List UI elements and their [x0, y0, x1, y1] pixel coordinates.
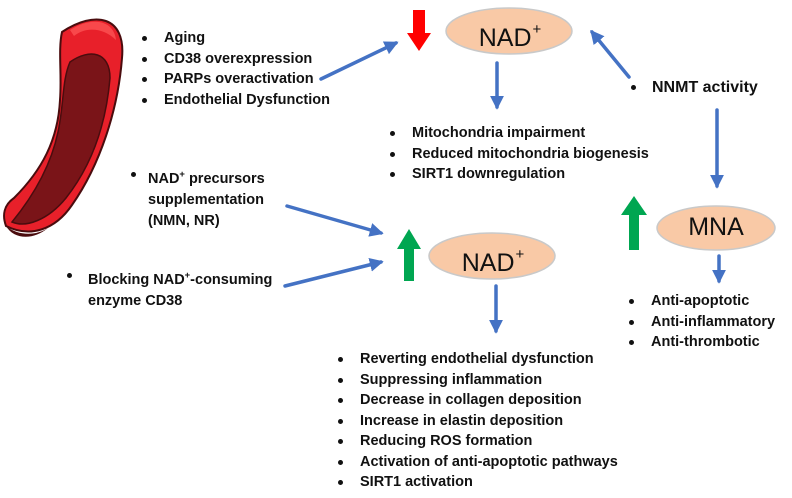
arrow-precursors-to-nad: [285, 204, 384, 237]
arrow-blocking-to-nad: [283, 257, 384, 288]
list-item: Suppressing inflammation: [337, 370, 618, 391]
blood-vessel-illustration: [3, 18, 124, 237]
nad-center-ellipse: [428, 232, 556, 280]
nad-top-label: NAD+: [455, 14, 565, 54]
vessel-lumen: [10, 53, 111, 225]
list-item: Mitochondria impairment: [389, 123, 649, 144]
arrow-causes-to-nad: [319, 41, 399, 81]
blocking-line-1: Blocking NAD+-consuming: [88, 269, 273, 288]
nad-top-text: NAD: [478, 24, 532, 52]
causes-list: Aging CD38 overexpression PARPs overacti…: [141, 28, 330, 110]
precursors-text: NAD+ precursors supplementation (NMN, NR…: [148, 163, 265, 232]
green-up-arrow-icon: [397, 229, 421, 281]
nad-center-label: NAD+: [438, 239, 548, 279]
arrow-nnmt-to-nad: [590, 29, 631, 79]
precursors-line-1: NAD+ precursors: [148, 168, 265, 187]
list-item: Decrease in collagen deposition: [337, 390, 618, 411]
nad-increase-effects-list: Reverting endothelial dysfunction Suppre…: [337, 349, 618, 493]
vessel-highlight: [70, 21, 116, 40]
list-item: Anti-apoptotic: [628, 291, 775, 312]
nnmt-bullet: [631, 85, 636, 90]
precursors-line-3: (NMN, NR): [148, 212, 220, 229]
green-up-arrow-icon: [621, 196, 647, 250]
list-item: SIRT1 activation: [337, 472, 618, 493]
mna-ellipse: [656, 205, 776, 251]
list-item: Reduced mitochondria biogenesis: [389, 144, 649, 165]
mna-label: MNA: [661, 211, 771, 243]
blocking-text: Blocking NAD+-consuming enzyme CD38: [88, 264, 272, 312]
nad-center-superscript: +: [515, 246, 525, 263]
list-item: Anti-thrombotic: [628, 332, 775, 353]
vessel-opening: [6, 226, 48, 237]
blocking-line-2: enzyme CD38: [88, 292, 183, 309]
list-item: Reducing ROS formation: [337, 431, 618, 452]
list-item: Endothelial Dysfunction: [141, 90, 330, 111]
list-item: Aging: [141, 28, 330, 49]
mna-text: MNA: [688, 213, 744, 241]
precursors-line-2: supplementation: [148, 191, 265, 208]
list-item: Reverting endothelial dysfunction: [337, 349, 618, 370]
list-item: CD38 overexpression: [141, 49, 330, 70]
mna-effects-list: Anti-apoptotic Anti-inflammatory Anti-th…: [628, 291, 775, 353]
list-item: Anti-inflammatory: [628, 312, 775, 333]
nad-center-text: NAD: [461, 249, 515, 277]
nad-decline-effects-list: Mitochondria impairment Reduced mitochon…: [389, 123, 649, 185]
list-item: SIRT1 downregulation: [389, 164, 649, 185]
list-item: Activation of anti-apoptotic pathways: [337, 452, 618, 473]
list-item: PARPs overactivation: [141, 69, 330, 90]
nad-top-superscript: +: [532, 21, 542, 38]
nnmt-label: NNMT activity: [652, 79, 758, 96]
list-item: Increase in elastin deposition: [337, 411, 618, 432]
precursors-bullet: [131, 172, 136, 177]
blocking-bullet: [67, 273, 72, 278]
red-down-arrow-icon: [407, 10, 431, 51]
nad-top-ellipse: [445, 7, 573, 55]
